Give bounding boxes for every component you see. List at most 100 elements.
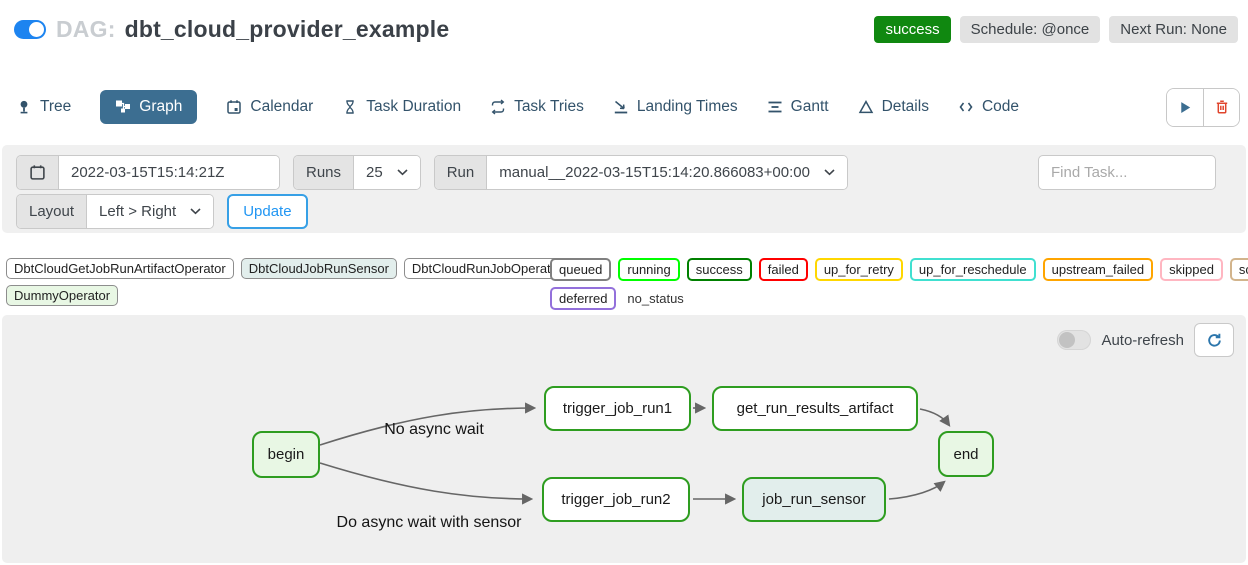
graph-filter-panel: Runs 25 Run manual__2022-03-15T15:14:20.… bbox=[2, 145, 1246, 233]
dag-graph-panel: Auto-refresh begin trigger_job_run1 get_… bbox=[2, 315, 1246, 563]
repeat-icon bbox=[490, 99, 506, 115]
task-node-begin[interactable]: begin bbox=[252, 431, 320, 478]
tab-calendar[interactable]: Calendar bbox=[226, 98, 313, 116]
layout-label: Layout bbox=[17, 195, 88, 228]
refresh-button[interactable] bbox=[1194, 323, 1234, 357]
toggle-knob bbox=[1059, 332, 1076, 348]
find-task-input[interactable] bbox=[1038, 155, 1216, 190]
task-node-trigger-job-run2[interactable]: trigger_job_run2 bbox=[542, 477, 690, 522]
chevron-down-icon bbox=[397, 169, 408, 176]
legend: DbtCloudGetJobRunArtifactOperator DbtClo… bbox=[6, 258, 1248, 310]
state-pill[interactable]: scheduled bbox=[1229, 258, 1248, 281]
dag-action-buttons bbox=[1166, 87, 1240, 127]
operator-pill: DbtCloudJobRunSensor bbox=[240, 258, 397, 279]
chevron-down-icon bbox=[824, 169, 835, 176]
edge-label-do-async-wait: Do async wait with sensor bbox=[336, 514, 522, 531]
num-runs-value: 25 bbox=[366, 164, 383, 181]
code-icon bbox=[958, 99, 974, 115]
next-run-badge: Next Run: None bbox=[1109, 16, 1238, 43]
view-tabbar: Tree Graph Calendar Task Duration Task T… bbox=[16, 87, 1240, 127]
tab-task-tries[interactable]: Task Tries bbox=[490, 98, 584, 116]
tab-label: Landing Times bbox=[636, 98, 738, 115]
details-icon bbox=[858, 99, 874, 115]
task-node-end[interactable]: end bbox=[938, 431, 994, 477]
state-legend: queued running success failed up_for_ret… bbox=[550, 258, 1248, 310]
tab-code[interactable]: Code bbox=[958, 98, 1019, 116]
plane-landing-icon bbox=[613, 99, 629, 115]
auto-refresh-toggle[interactable] bbox=[1057, 330, 1092, 350]
state-pill[interactable]: success bbox=[686, 258, 752, 281]
state-pill[interactable]: skipped bbox=[1160, 258, 1223, 281]
tab-label: Gantt bbox=[790, 98, 829, 115]
dag-status-badge: success bbox=[874, 16, 951, 43]
edge-label-no-async-wait: No async wait bbox=[384, 421, 484, 438]
calendar-icon-button[interactable] bbox=[17, 156, 59, 189]
auto-refresh-label: Auto-refresh bbox=[1101, 331, 1184, 349]
refresh-icon bbox=[1206, 332, 1223, 349]
dag-run-select[interactable]: manual__2022-03-15T15:14:20.866083+00:00 bbox=[487, 156, 847, 189]
dag-pause-toggle[interactable] bbox=[14, 20, 46, 39]
num-runs-group: Runs 25 bbox=[293, 155, 421, 190]
tab-tree[interactable]: Tree bbox=[16, 98, 71, 116]
dag-edges bbox=[319, 402, 951, 505]
state-pill[interactable]: upstream_failed bbox=[1042, 258, 1154, 281]
tab-gantt[interactable]: Gantt bbox=[767, 98, 829, 116]
state-pill[interactable]: failed bbox=[758, 258, 808, 281]
state-pill[interactable]: deferred bbox=[550, 287, 617, 310]
trash-icon bbox=[1214, 99, 1230, 115]
edge-sensor-end bbox=[888, 480, 946, 500]
trigger-dag-button[interactable] bbox=[1167, 88, 1203, 126]
tab-task-duration[interactable]: Task Duration bbox=[342, 98, 461, 116]
page-title: DAG: dbt_cloud_provider_example bbox=[56, 16, 449, 43]
tab-label: Task Duration bbox=[366, 98, 462, 115]
layout-value: Left > Right bbox=[99, 203, 177, 220]
state-pill[interactable]: up_for_reschedule bbox=[909, 258, 1036, 281]
operator-legend-row: DummyOperator bbox=[6, 285, 550, 306]
tree-icon bbox=[16, 99, 32, 115]
edge-artifact-end bbox=[919, 408, 951, 427]
update-button[interactable]: Update bbox=[227, 194, 308, 229]
tab-graph[interactable]: Graph bbox=[100, 90, 198, 124]
run-select-group: Run manual__2022-03-15T15:14:20.866083+0… bbox=[433, 155, 848, 190]
dag-header: DAG: dbt_cloud_provider_example success … bbox=[14, 16, 1238, 43]
tab-label: Code bbox=[981, 98, 1020, 115]
layout-group: Layout Left > Right bbox=[16, 194, 215, 229]
state-pill-no-status[interactable]: no_status bbox=[623, 289, 688, 308]
dag-run-value: manual__2022-03-15T15:14:20.866083+00:00 bbox=[499, 164, 810, 181]
play-icon bbox=[1178, 100, 1193, 115]
calendar-icon bbox=[226, 99, 242, 115]
operator-legend-row: DbtCloudGetJobRunArtifactOperator DbtClo… bbox=[6, 258, 571, 279]
state-legend-row: queued running success failed up_for_ret… bbox=[550, 258, 1248, 281]
task-node-trigger-job-run1[interactable]: trigger_job_run1 bbox=[544, 386, 691, 431]
runs-label: Runs bbox=[294, 156, 355, 189]
graph-icon bbox=[115, 99, 131, 115]
task-node-job-run-sensor[interactable]: job_run_sensor bbox=[742, 477, 886, 522]
tab-landing-times[interactable]: Landing Times bbox=[613, 98, 738, 116]
delete-dag-button[interactable] bbox=[1203, 88, 1239, 126]
num-runs-select[interactable]: 25 bbox=[354, 156, 420, 189]
state-pill[interactable]: running bbox=[618, 258, 680, 281]
filter-row-1: Runs 25 Run manual__2022-03-15T15:14:20.… bbox=[16, 155, 1232, 190]
schedule-badge: Schedule: @once bbox=[959, 16, 1101, 43]
toggle-knob bbox=[29, 22, 44, 37]
tab-details[interactable]: Details bbox=[858, 98, 929, 116]
state-pill[interactable]: up_for_retry bbox=[814, 258, 903, 281]
tab-label: Tree bbox=[40, 98, 72, 115]
chevron-down-icon bbox=[190, 208, 201, 215]
operator-pill: DbtCloudRunJobOperator bbox=[403, 258, 571, 279]
operator-pill: DummyOperator bbox=[6, 285, 119, 306]
edge-begin-trigger2 bbox=[319, 462, 534, 505]
dag-label: DAG: bbox=[56, 16, 116, 42]
execution-date-group bbox=[16, 155, 280, 190]
graph-controls: Auto-refresh bbox=[1057, 323, 1234, 357]
tab-label: Details bbox=[881, 98, 929, 115]
state-pill[interactable]: queued bbox=[550, 258, 612, 281]
layout-select[interactable]: Left > Right bbox=[87, 195, 214, 228]
run-label: Run bbox=[434, 156, 488, 189]
execution-date-input[interactable] bbox=[59, 156, 279, 189]
tab-label: Calendar bbox=[250, 98, 314, 115]
state-legend-row: deferred no_status bbox=[550, 287, 1248, 310]
hourglass-icon bbox=[342, 99, 358, 115]
filter-row-2: Layout Left > Right Update bbox=[16, 194, 1232, 229]
task-node-get-run-results-artifact[interactable]: get_run_results_artifact bbox=[712, 386, 918, 431]
